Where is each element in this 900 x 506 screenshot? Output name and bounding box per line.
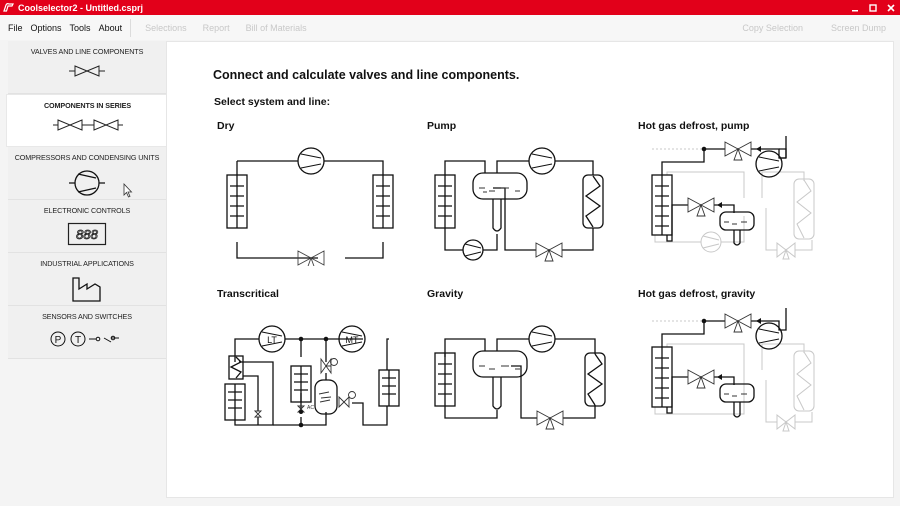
menu-tools[interactable]: Tools [69,22,91,33]
system-label: Gravity [427,288,464,300]
copy-selection-button[interactable]: Copy Selection [742,22,803,33]
report-button[interactable]: Report [202,22,230,33]
lt-label: LT [267,335,277,345]
sidebar-item-label: ELECTRONIC CONTROLS [43,206,131,215]
minimize-button[interactable] [846,0,864,15]
selections-button[interactable]: Selections [145,22,187,33]
valves-in-series-icon [7,117,168,133]
system-label: Dry [217,120,235,132]
pump-system-diagram [434,147,604,262]
sidebar-item-label: COMPONENTS IN SERIES [43,101,132,110]
svg-text:AC: AC [307,405,314,411]
svg-text:T: T [75,335,81,346]
menu-separator [130,18,132,37]
title-bar: Coolselector2 - Untitled.csprj [0,0,900,15]
gravity-system-diagram [434,325,606,430]
page-title: Connect and calculate valves and line co… [213,68,520,82]
mouse-cursor-icon [123,182,133,203]
menu-bar: File Options Tools About Selections Repo… [0,15,900,40]
menu-about[interactable]: About [98,22,123,33]
main-panel: Connect and calculate valves and line co… [166,41,894,498]
bill-of-materials-button[interactable]: Bill of Materials [245,22,307,33]
digital-display-icon: 888 [8,222,166,246]
maximize-button[interactable] [864,0,882,15]
window-title: Coolselector2 - Untitled.csprj [18,2,144,13]
hot-gas-defrost-pump-diagram [651,136,815,260]
system-card-transcritical[interactable]: Transcritical [213,288,413,448]
menu-options[interactable]: Options [30,22,62,33]
sidebar-item-label: COMPRESSORS AND CONDENSING UNITS [14,153,160,162]
sidebar-item-industrial-applications[interactable]: INDUSTRIAL APPLICATIONS [8,253,166,306]
sidebar-item-valves-and-line-components[interactable]: VALVES AND LINE COMPONENTS [8,41,166,94]
system-card-dry[interactable]: Dry [213,120,413,280]
system-label: Hot gas defrost, gravity [638,288,756,300]
system-label: Pump [427,120,457,132]
system-label: Transcritical [217,288,279,300]
menu-file[interactable]: File [8,22,23,33]
compressor-icon [8,169,166,199]
system-label: Hot gas defrost, pump [638,120,750,132]
section-subtitle: Select system and line: [214,96,331,108]
sidebar-item-compressors-and-condensing-units[interactable]: COMPRESSORS AND CONDENSING UNITS [8,147,166,200]
svg-text:P: P [55,335,62,346]
sidebar-item-electronic-controls[interactable]: ELECTRONIC CONTROLS 888 [8,200,166,253]
valve-icon [8,63,166,79]
system-card-gravity[interactable]: Gravity [423,288,623,448]
system-card-hot-gas-defrost-gravity[interactable]: Hot gas defrost, gravity [634,288,834,448]
category-sidebar: VALVES AND LINE COMPONENTS COMPONENTS IN… [6,41,168,359]
transcritical-system-diagram: AC LT MT [224,325,400,428]
dry-system-diagram [226,147,394,266]
sidebar-item-components-in-series[interactable]: COMPONENTS IN SERIES [6,94,168,147]
system-card-hot-gas-defrost-pump[interactable]: Hot gas defrost, pump [634,120,834,280]
sidebar-item-label: SENSORS AND SWITCHES [42,312,132,321]
hot-gas-defrost-gravity-diagram [651,308,815,432]
sidebar-item-label: VALVES AND LINE COMPONENTS [30,47,144,56]
close-button[interactable] [882,0,900,15]
factory-icon [8,275,166,303]
sidebar-item-label: INDUSTRIAL APPLICATIONS [40,259,134,268]
svg-text:888: 888 [76,227,98,242]
system-card-pump[interactable]: Pump [423,120,623,280]
screen-dump-button[interactable]: Screen Dump [830,22,886,33]
mt-label: MT [346,335,359,345]
app-logo-icon [3,2,15,14]
